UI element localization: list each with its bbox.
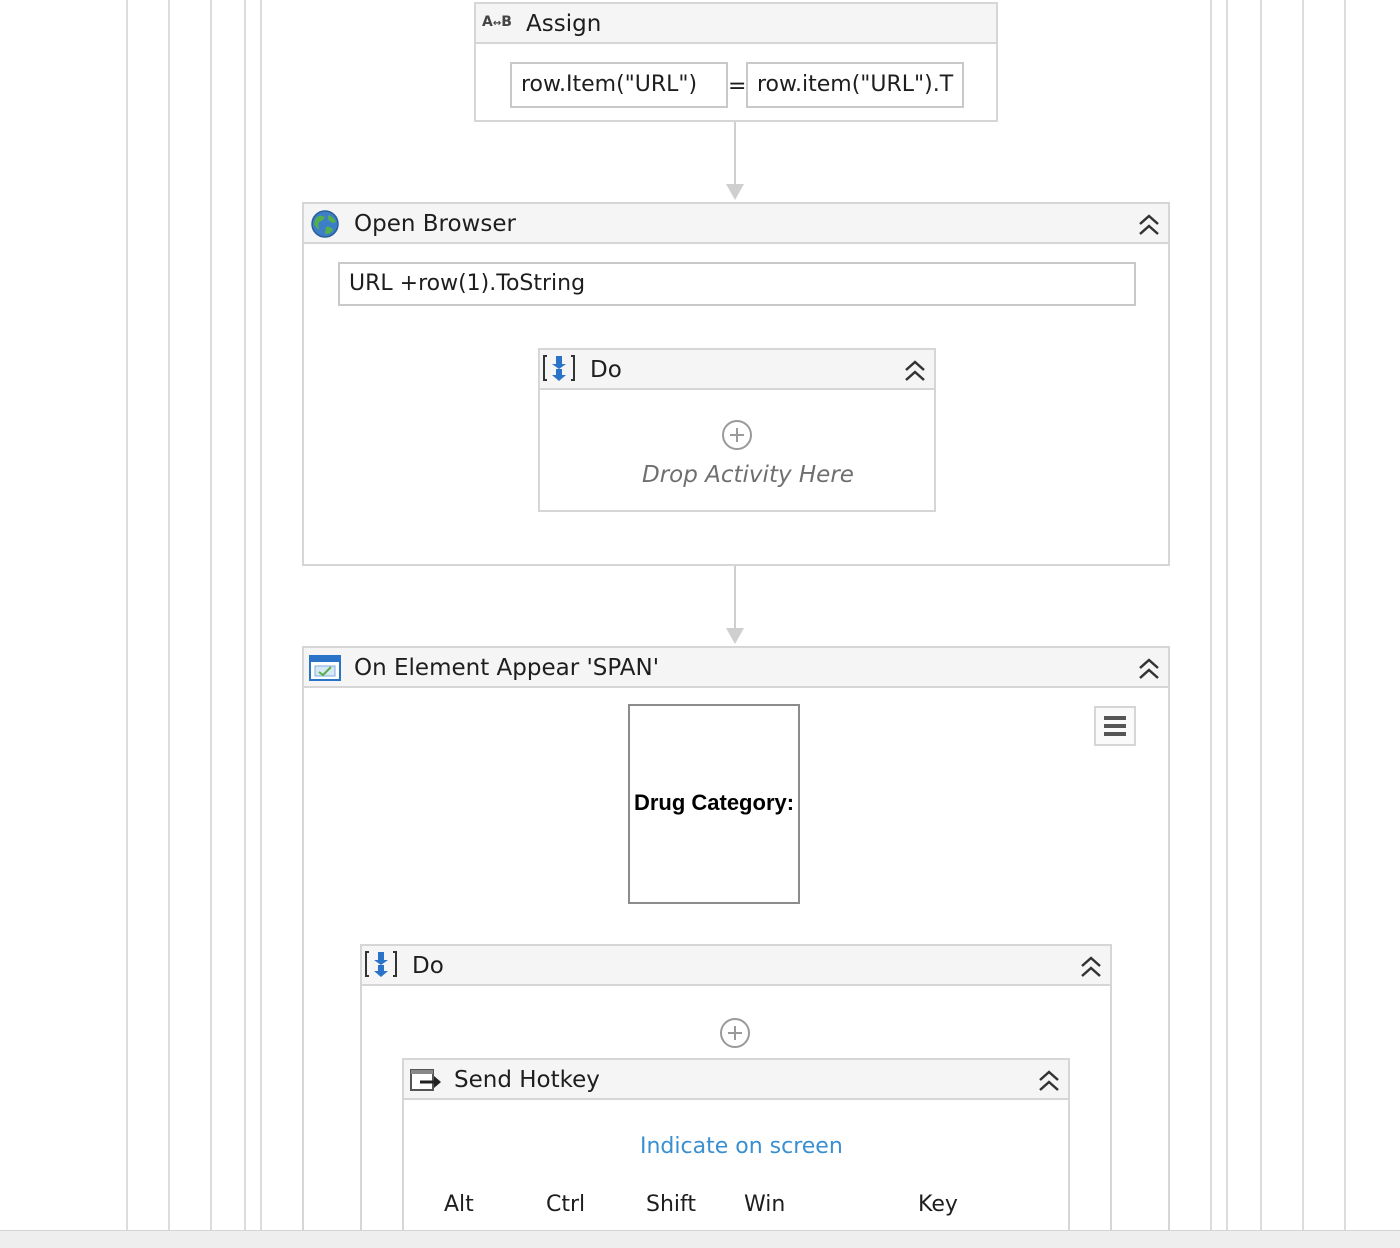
- guide-line: [260, 0, 262, 1230]
- do-header[interactable]: Do: [540, 350, 934, 390]
- send-hotkey-activity[interactable]: Send Hotkey Indicate on screen Alt Ctrl …: [402, 1058, 1070, 1248]
- add-activity-icon[interactable]: [722, 420, 752, 450]
- assign-value-field[interactable]: row.item("URL").T: [746, 62, 964, 108]
- guide-line: [1226, 0, 1228, 1230]
- flow-arrow: [726, 184, 744, 200]
- alt-label: Alt: [444, 1192, 474, 1217]
- open-browser-header[interactable]: Open Browser: [304, 204, 1168, 244]
- collapse-icon[interactable]: [1078, 954, 1104, 980]
- open-browser-activity[interactable]: Open Browser URL +row(1).ToString Do Dr: [302, 202, 1170, 566]
- collapse-icon[interactable]: [1136, 212, 1162, 238]
- send-hotkey-title: Send Hotkey: [454, 1067, 600, 1093]
- guide-line: [126, 0, 128, 1230]
- guide-line: [210, 0, 212, 1230]
- flow-connector: [734, 122, 736, 188]
- assign-header[interactable]: A↔B Assign: [476, 4, 996, 44]
- on-element-appear-activity[interactable]: On Element Appear 'SPAN' Drug Category: …: [302, 646, 1170, 1248]
- assign-equals: =: [728, 74, 747, 99]
- assign-icon: A↔B: [482, 14, 512, 30]
- url-field[interactable]: URL +row(1).ToString: [338, 262, 1136, 306]
- shift-label: Shift: [646, 1192, 697, 1217]
- flow-arrow: [726, 628, 744, 644]
- key-label: Key: [918, 1192, 958, 1217]
- do-sequence[interactable]: Do Send Hotkey I: [360, 944, 1112, 1248]
- send-hotkey-header[interactable]: Send Hotkey: [404, 1060, 1068, 1100]
- assign-activity[interactable]: A↔B Assign row.Item("URL") = row.item("U…: [474, 2, 998, 122]
- send-hotkey-icon: [410, 1069, 441, 1091]
- on-element-appear-header[interactable]: On Element Appear 'SPAN': [304, 648, 1168, 688]
- preview-text: Drug Category:: [633, 790, 795, 815]
- guide-line: [1260, 0, 1262, 1230]
- collapse-icon[interactable]: [1136, 656, 1162, 682]
- assign-to-field[interactable]: row.Item("URL"): [510, 62, 728, 108]
- guide-line: [1302, 0, 1304, 1230]
- guide-line: [1210, 0, 1212, 1230]
- collapse-icon[interactable]: [1036, 1068, 1062, 1094]
- assign-title: Assign: [526, 11, 602, 37]
- guide-line: [1344, 0, 1346, 1230]
- flow-connector: [734, 566, 736, 632]
- guide-line: [168, 0, 170, 1230]
- guide-line: [244, 0, 246, 1230]
- options-menu-icon[interactable]: [1094, 706, 1136, 746]
- ctrl-label: Ctrl: [546, 1192, 586, 1217]
- status-bar: [0, 1230, 1400, 1248]
- add-activity-icon[interactable]: [720, 1018, 750, 1048]
- globe-icon: [311, 210, 339, 238]
- sequence-icon: [365, 951, 397, 977]
- window-icon: [309, 655, 341, 681]
- win-label: Win: [744, 1192, 786, 1217]
- on-element-appear-title: On Element Appear 'SPAN': [354, 655, 660, 681]
- sequence-icon: [543, 355, 575, 381]
- do-sequence[interactable]: Do Drop Activity Here: [538, 348, 936, 512]
- do-title: Do: [590, 357, 622, 383]
- do-title: Do: [412, 953, 444, 979]
- collapse-icon[interactable]: [902, 358, 928, 384]
- do-header[interactable]: Do: [362, 946, 1110, 986]
- indicate-on-screen-link[interactable]: Indicate on screen: [640, 1134, 843, 1159]
- element-preview[interactable]: Drug Category:: [628, 704, 800, 904]
- open-browser-title: Open Browser: [354, 211, 516, 237]
- drop-activity-placeholder: Drop Activity Here: [642, 462, 854, 488]
